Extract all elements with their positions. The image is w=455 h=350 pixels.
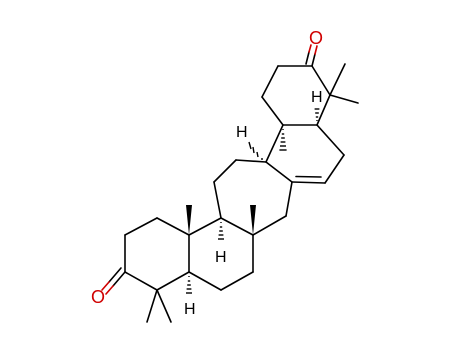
bond <box>261 96 284 126</box>
bond <box>156 271 190 291</box>
methyl-wedge <box>186 205 192 235</box>
bond <box>235 159 267 163</box>
bond <box>220 217 254 236</box>
carbonyl-bond-second <box>308 44 312 53</box>
oxygen-atom-top: O <box>309 28 323 48</box>
bond <box>213 159 237 183</box>
ring-b <box>188 205 256 291</box>
hydrogen-label-ring-e: H <box>311 89 323 106</box>
methyl-bond <box>329 63 346 96</box>
hashed-bond <box>218 222 224 240</box>
ring-c <box>213 141 293 236</box>
carbonyl-bond <box>311 53 316 67</box>
bond <box>324 154 345 184</box>
bond <box>156 217 190 236</box>
ring-d <box>265 124 345 184</box>
bond <box>188 217 222 236</box>
bond <box>265 124 284 163</box>
double-bond <box>291 181 326 184</box>
double-bond-inner <box>295 175 322 178</box>
ring-e <box>261 44 359 126</box>
bond <box>188 271 222 291</box>
bond <box>265 161 293 183</box>
hashed-bond <box>314 108 320 121</box>
hashed-bond <box>279 129 287 151</box>
carbonyl-bond <box>112 271 126 287</box>
bond <box>252 215 287 236</box>
bond <box>311 65 331 96</box>
bond <box>285 181 293 217</box>
carbonyl-bond-second <box>101 281 110 291</box>
methyl-wedge <box>250 205 256 235</box>
carbonyl-bond-second <box>305 51 310 65</box>
methyl-bond <box>146 289 158 323</box>
hydrogen-label-ring-b: H <box>215 249 227 266</box>
carbonyl-bond <box>314 45 318 55</box>
hashed-bond <box>186 276 192 294</box>
bond <box>124 217 158 236</box>
carbonyl-bond <box>105 285 114 295</box>
ring-a <box>101 205 192 323</box>
hashed-bond <box>248 141 263 160</box>
bond <box>316 94 331 126</box>
methyl-bond <box>156 289 172 323</box>
bond <box>213 181 222 219</box>
bond <box>124 271 158 291</box>
bond <box>261 65 279 98</box>
hydrogen-label-ring-a: H <box>184 301 196 318</box>
bond <box>316 124 345 156</box>
carbonyl-bond-second <box>108 267 122 283</box>
oxygen-atom-bottom: O <box>91 287 105 307</box>
methyl-bond <box>329 94 359 104</box>
bond <box>220 271 254 291</box>
hydrogen-label-ring-c: H <box>236 124 248 141</box>
